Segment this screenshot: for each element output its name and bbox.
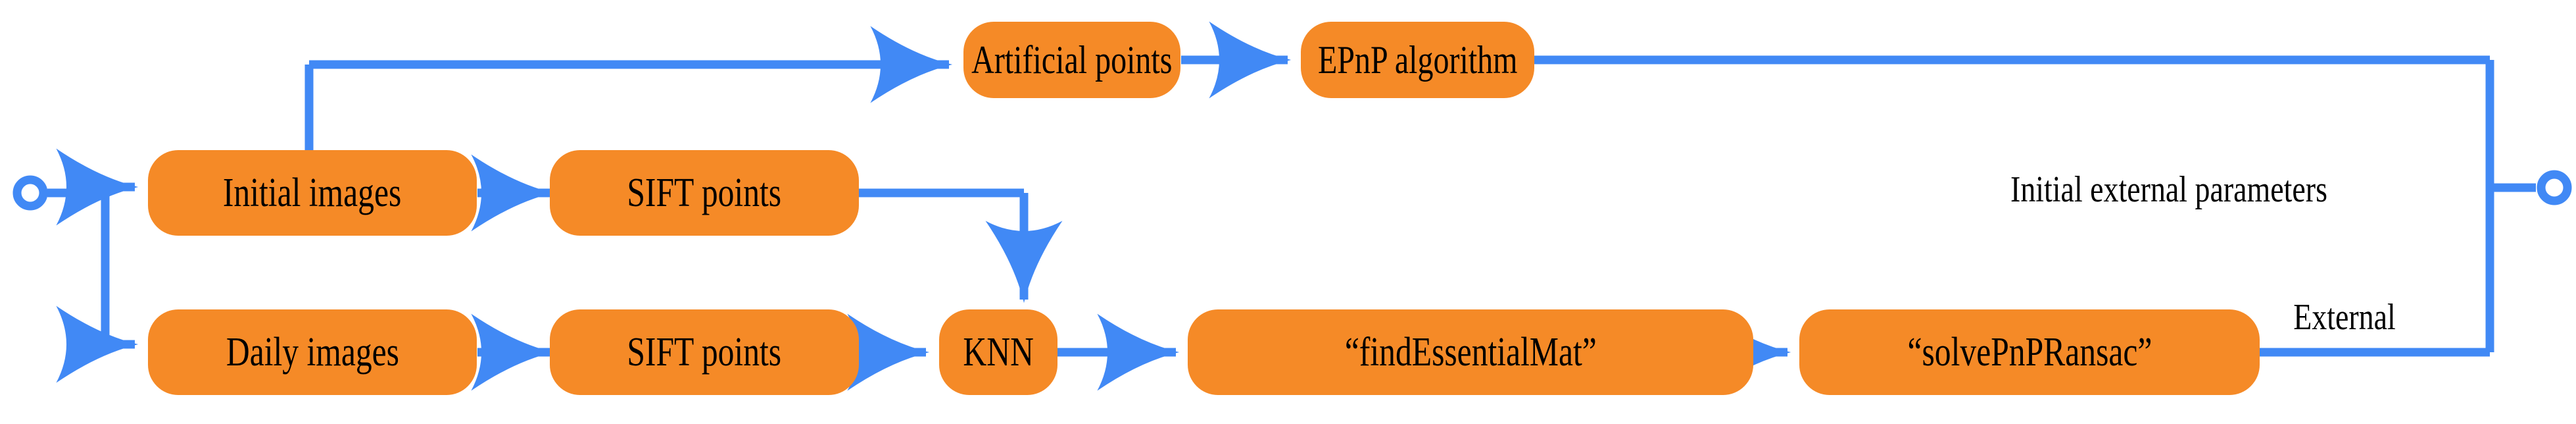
edge-label-initial-external-parameters-line1: Initial external parameters: [2010, 169, 2327, 211]
node-artificial-points[interactable]: Artificial points: [963, 22, 1180, 98]
edge-label-external-parameters: External parameters: [2216, 215, 2473, 424]
edge-label-external-parameters-line1: External: [2293, 297, 2396, 338]
node-artificial-points-label: Artificial points: [971, 38, 1173, 82]
node-solve-pnp-ransac[interactable]: “solvePnPRansac”: [1799, 309, 2260, 395]
node-find-essential-mat[interactable]: “findEssentialMat”: [1188, 309, 1753, 395]
node-daily-images-label: Daily images: [226, 330, 399, 375]
node-daily-images[interactable]: Daily images: [148, 309, 477, 395]
node-sift-points-initial-label: SIFT points: [627, 171, 782, 215]
edge-label-external-parameters-line2: parameters: [2239, 421, 2450, 424]
node-find-essential-mat-label: “findEssentialMat”: [1344, 330, 1597, 375]
edge-label-initial-external-parameters: Initial external parameters: [1958, 87, 2379, 294]
node-knn-label: KNN: [963, 330, 1034, 375]
node-epnp-algorithm-label: EPnP algorithm: [1317, 38, 1518, 82]
start-terminal-ring[interactable]: [12, 175, 48, 211]
end-terminal-ring[interactable]: [2537, 170, 2572, 205]
node-sift-points-initial[interactable]: SIFT points: [550, 150, 859, 236]
node-initial-images-label: Initial images: [223, 171, 402, 215]
node-sift-points-daily-label: SIFT points: [627, 330, 782, 375]
node-sift-points-daily[interactable]: SIFT points: [550, 309, 859, 395]
node-knn[interactable]: KNN: [939, 309, 1057, 395]
node-initial-images[interactable]: Initial images: [148, 150, 477, 236]
node-epnp-algorithm[interactable]: EPnP algorithm: [1301, 22, 1534, 98]
node-solve-pnp-ransac-label: “solvePnPRansac”: [1907, 330, 2152, 375]
